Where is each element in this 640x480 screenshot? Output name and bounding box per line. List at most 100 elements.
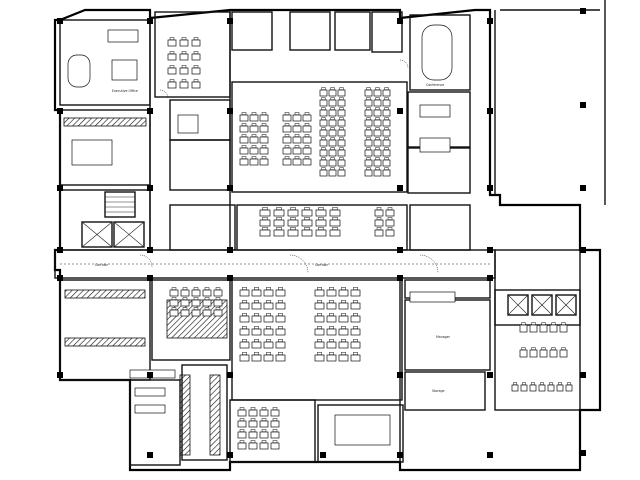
workstation-desk	[237, 420, 247, 428]
workstation-chair	[251, 134, 257, 137]
workstation-chair	[366, 117, 371, 120]
workstation-desk	[382, 129, 391, 137]
structural-column	[57, 275, 63, 281]
workstation-chair	[272, 440, 278, 443]
workstation-desk	[239, 147, 249, 155]
workstation-desk	[249, 114, 259, 122]
workstation-chair	[521, 322, 526, 325]
workstation-chair	[266, 287, 271, 290]
workstation-chair	[384, 107, 389, 110]
workstation-desk	[559, 324, 568, 333]
workstation-desk	[529, 384, 537, 392]
workstation-chair	[330, 117, 335, 120]
workstation-desk	[249, 125, 259, 133]
workstation-chair	[330, 167, 335, 170]
workstation-chair	[304, 156, 310, 159]
workstation-desk	[287, 219, 299, 227]
workstation-desk	[520, 384, 528, 392]
workstation-chair	[266, 313, 271, 316]
meeting-table	[334, 414, 391, 446]
workstation-desk	[382, 89, 391, 97]
workstation-desk	[167, 39, 177, 47]
workstation-chair	[266, 326, 271, 329]
workstation-chair	[318, 217, 324, 220]
workstation-desk	[314, 328, 325, 336]
workstation-desk	[167, 81, 177, 89]
workstation-chair	[254, 352, 259, 355]
workstation-chair	[341, 300, 346, 303]
workstation-desk	[273, 229, 285, 237]
workstation-chair	[304, 145, 310, 148]
workstation-desk	[385, 219, 395, 227]
workstation-chair	[254, 339, 259, 342]
executive-office-label: Executive Office	[112, 89, 138, 93]
workstation-chair	[330, 87, 335, 90]
workstation-chair	[193, 51, 199, 54]
structural-column	[227, 247, 233, 253]
workstation-desk	[337, 149, 346, 157]
workstation-chair	[332, 207, 338, 210]
workstation-chair	[266, 339, 271, 342]
workstation-chair	[376, 207, 382, 210]
workstation-chair	[551, 347, 556, 350]
workstation-chair	[375, 107, 380, 110]
workstation-chair	[193, 297, 199, 300]
workstation-desk	[319, 119, 328, 127]
structural-column	[487, 18, 493, 24]
workstation-chair	[171, 297, 177, 300]
workstation-chair	[251, 145, 257, 148]
storage-shelf	[134, 387, 166, 397]
workstation-chair	[169, 79, 175, 82]
workstation-desk	[326, 315, 337, 323]
workstation-chair	[294, 134, 300, 137]
workstation-desk	[263, 328, 274, 336]
workstation-chair	[339, 107, 344, 110]
workstation-chair	[261, 156, 267, 159]
workstation-chair	[290, 227, 296, 230]
workstation-chair	[341, 352, 346, 355]
workstation-desk	[328, 169, 337, 177]
workstation-desk	[319, 89, 328, 97]
workstation-desk	[251, 289, 262, 297]
structural-column	[57, 18, 63, 24]
structural-column	[397, 452, 403, 458]
workstation-desk	[191, 299, 201, 307]
structural-column	[227, 18, 233, 24]
workstation-desk	[337, 159, 346, 167]
meeting-table	[71, 139, 113, 166]
meeting-table	[419, 104, 451, 118]
workstation-desk	[167, 53, 177, 61]
workstation-desk	[263, 354, 274, 362]
structural-column	[57, 247, 63, 253]
workstation-chair	[366, 147, 371, 150]
workstation-desk	[202, 289, 212, 297]
workstation-desk	[239, 341, 250, 349]
workstation-desk	[382, 99, 391, 107]
workstation-chair	[329, 339, 334, 342]
workstation-desk	[373, 109, 382, 117]
workstation-desk	[251, 328, 262, 336]
structural-column	[397, 372, 403, 378]
workstation-chair	[321, 167, 326, 170]
workstation-desk	[382, 159, 391, 167]
workstation-desk	[364, 119, 373, 127]
workstation-desk	[337, 129, 346, 137]
workstation-desk	[237, 431, 247, 439]
workstation-desk	[364, 139, 373, 147]
workstation-chair	[304, 227, 310, 230]
structural-column	[397, 18, 403, 24]
workstation-desk	[251, 354, 262, 362]
workstation-desk	[364, 109, 373, 117]
workstation-desk	[329, 209, 341, 217]
workstation-chair	[241, 123, 247, 126]
workstation-chair	[353, 287, 358, 290]
main-corridor: Corridor Corridor	[54, 249, 496, 279]
workstation-chair	[254, 313, 259, 316]
workstation-desk	[382, 149, 391, 157]
workstation-chair	[317, 313, 322, 316]
workstation-chair	[366, 97, 371, 100]
workstation-desk	[326, 302, 337, 310]
structural-column	[320, 452, 326, 458]
workstation-desk	[251, 302, 262, 310]
workstation-chair	[540, 382, 544, 385]
